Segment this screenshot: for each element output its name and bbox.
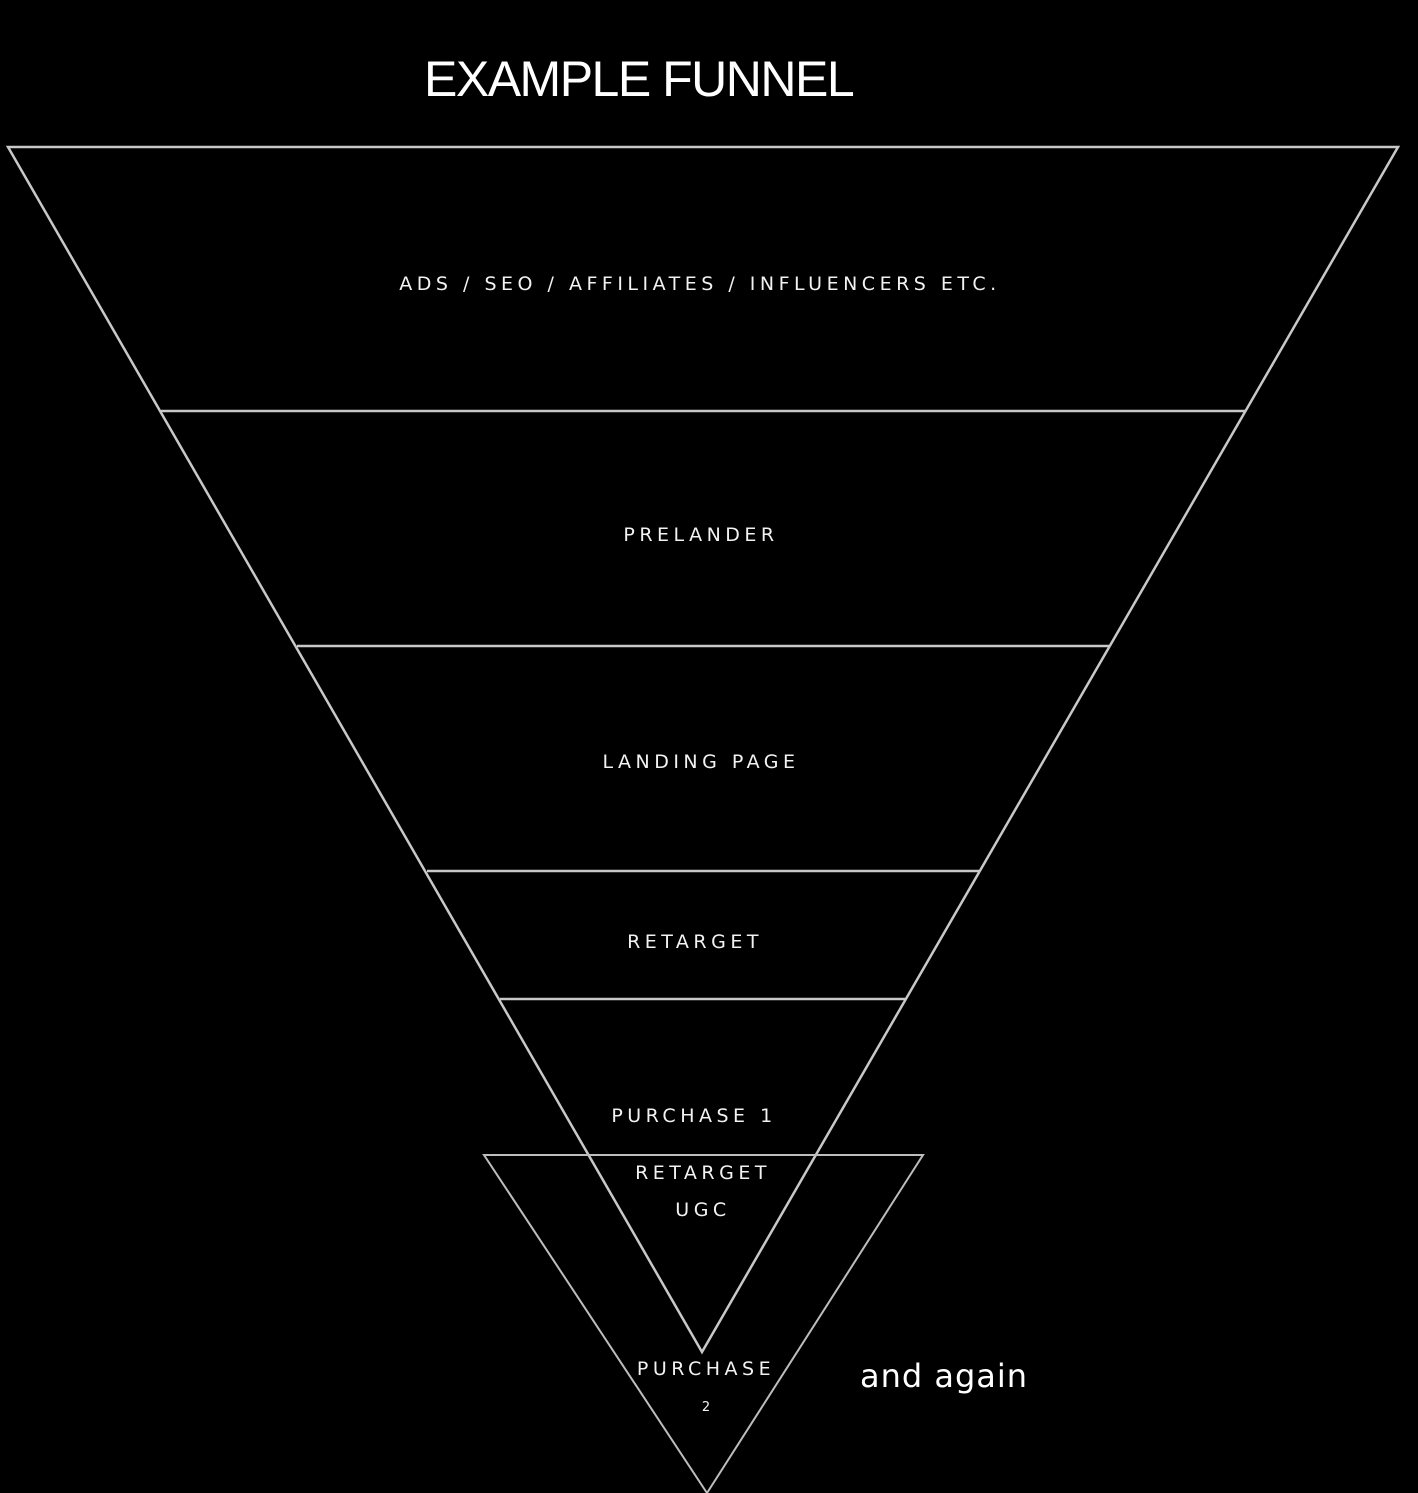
second-funnel-outline xyxy=(482,1154,925,1493)
second-stage-purchase: PURCHASE xyxy=(636,1358,776,1380)
second-stage-ugc: UGC xyxy=(675,1199,731,1221)
stage-prelander: PRELANDER xyxy=(623,524,779,546)
diagram-title: EXAMPLE FUNNEL xyxy=(424,51,855,107)
repeat-note: and again xyxy=(860,1357,1029,1395)
main-funnel-outline xyxy=(5,145,1401,1355)
stage-landing-page: LANDING PAGE xyxy=(602,751,800,773)
second-stage-retarget: RETARGET xyxy=(635,1162,771,1184)
second-stage-purchase-number: 2 xyxy=(701,1400,711,1415)
stage-retarget: RETARGET xyxy=(627,931,763,953)
stage-purchase-1: PURCHASE 1 xyxy=(611,1105,777,1127)
stage-traffic-sources: ADS / SEO / AFFILIATES / INFLUENCERS ETC… xyxy=(399,273,1001,295)
